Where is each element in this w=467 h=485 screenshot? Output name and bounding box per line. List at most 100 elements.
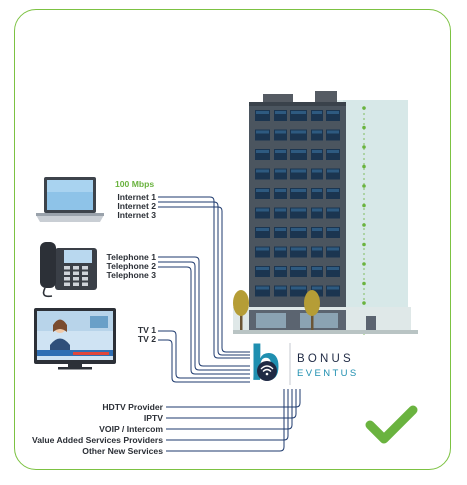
building-window-glare	[256, 267, 269, 270]
building-window	[326, 129, 340, 141]
building-window-glare	[327, 150, 339, 153]
building-window-glare	[275, 150, 286, 153]
tree-right	[304, 290, 320, 330]
building-window	[255, 285, 270, 297]
cable-line	[158, 196, 250, 359]
building-window	[311, 188, 323, 199]
building-window	[255, 129, 270, 141]
building-window-glare	[291, 267, 306, 270]
wifi-icon	[257, 361, 277, 381]
telephone-label: Telephone 3	[106, 270, 156, 280]
building-window-glare	[275, 286, 286, 290]
building-window-glare	[256, 247, 269, 251]
building-cable-dots	[362, 106, 366, 325]
phone-key	[64, 271, 70, 275]
building-window	[326, 188, 340, 199]
service-label: HDTV Provider	[102, 402, 163, 412]
building-window	[290, 285, 307, 297]
cable-dot	[362, 281, 366, 286]
cable-lines	[158, 196, 301, 452]
building-window-glare	[291, 247, 306, 251]
building-window-glare	[256, 228, 269, 231]
cable-dot	[362, 301, 366, 305]
tree-left	[233, 290, 249, 330]
desk-phone-keypad	[64, 266, 88, 286]
building-window	[326, 246, 340, 258]
building-windows	[255, 110, 340, 297]
building-window	[290, 168, 307, 180]
building-window	[311, 168, 323, 180]
brand-line1: BONUS	[297, 353, 354, 365]
phone-key	[82, 277, 88, 281]
building-window	[274, 129, 287, 141]
cable-line	[158, 261, 250, 371]
cable-dot	[362, 145, 366, 149]
building-window	[255, 149, 270, 160]
speed-label: 100 Mbps	[115, 179, 154, 189]
tv-label: TV 2	[138, 334, 156, 344]
building-window-glare	[291, 150, 306, 153]
building-window-glare	[327, 267, 339, 270]
building-window	[274, 246, 287, 258]
cable-dot	[362, 106, 366, 110]
building-window	[311, 266, 323, 277]
building-window	[255, 246, 270, 258]
service-label: Value Added Services Providers	[32, 435, 163, 445]
desk-phone-icon	[40, 242, 97, 298]
building-window	[326, 227, 340, 238]
building-window-glare	[327, 169, 339, 173]
building-window-glare	[291, 208, 306, 212]
building-window	[290, 227, 307, 238]
building-window	[311, 285, 323, 297]
building-window	[290, 266, 307, 277]
building-window-glare	[256, 150, 269, 153]
building-window	[311, 207, 323, 219]
building-window-glare	[291, 286, 306, 290]
building-window-glare	[256, 189, 269, 192]
cable-line	[166, 389, 297, 419]
telephone-label: Telephone 1	[106, 252, 156, 262]
building-window	[274, 168, 287, 180]
telephone-label: Telephone 2	[106, 261, 156, 271]
building-window	[290, 149, 307, 160]
cable-line	[158, 201, 250, 356]
phone-key	[82, 282, 88, 286]
service-label: Other New Services	[82, 446, 163, 456]
cable-line	[166, 389, 289, 441]
cable-line	[166, 389, 285, 452]
cable-dot	[362, 125, 366, 130]
building-window	[255, 266, 270, 277]
building-window	[274, 188, 287, 199]
building-window-glare	[275, 169, 286, 173]
laptop-icon	[36, 177, 104, 222]
building-window-glare	[312, 208, 322, 212]
brand-logo: b BONUS EVENTUS	[250, 335, 370, 391]
phone-key	[73, 271, 79, 275]
building-icon	[233, 91, 418, 338]
diagram-frame	[14, 9, 451, 470]
building-window-glare	[312, 169, 322, 173]
cable-dot	[362, 262, 366, 266]
building-window	[311, 149, 323, 160]
building-window-glare	[327, 208, 339, 212]
building-window-glare	[275, 111, 286, 114]
building-window-glare	[327, 189, 339, 192]
building-window	[290, 188, 307, 199]
building-window	[326, 207, 340, 219]
service-label: IPTV	[144, 413, 163, 423]
cable-line	[158, 206, 250, 353]
phone-key	[73, 277, 79, 281]
building-window-glare	[275, 208, 286, 212]
building-window-glare	[256, 169, 269, 173]
building-window	[274, 285, 287, 297]
building-window-glare	[275, 267, 286, 270]
building-window	[274, 207, 287, 219]
building-window	[326, 168, 340, 180]
building-window-glare	[275, 130, 286, 134]
building-window-glare	[291, 130, 306, 134]
building-window	[311, 129, 323, 141]
cable-dot	[362, 203, 366, 208]
building-window	[311, 110, 323, 121]
building-window-glare	[312, 189, 322, 192]
